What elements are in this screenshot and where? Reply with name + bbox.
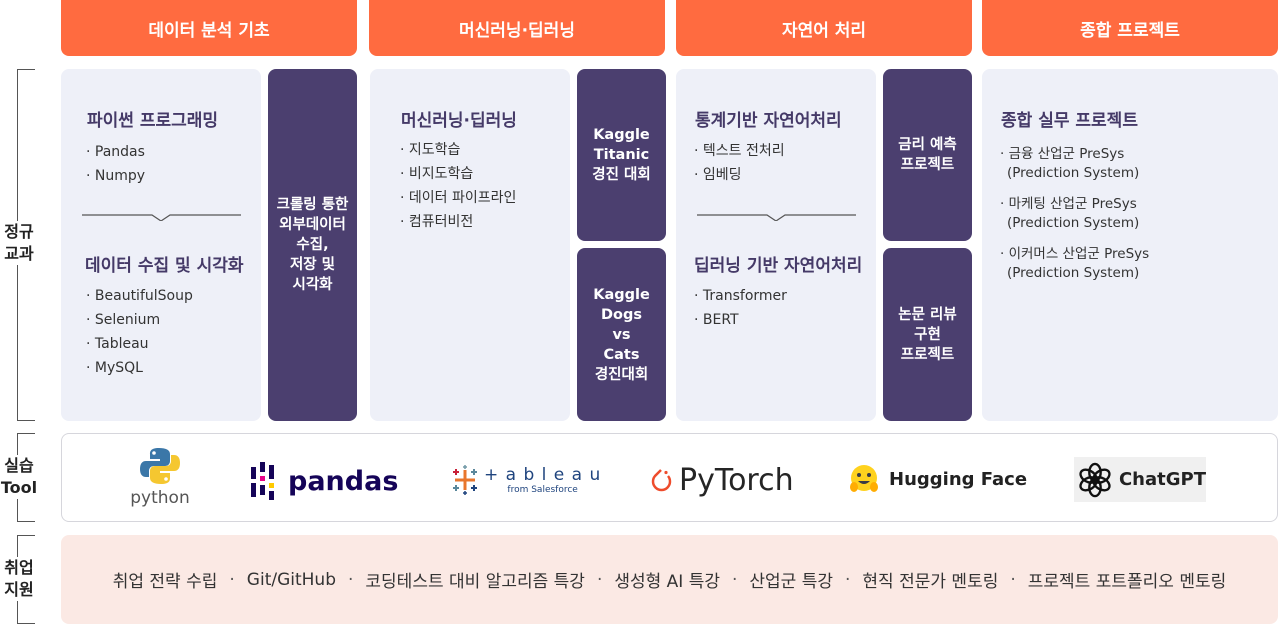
divider-chevron [82,214,241,221]
python-wordmark: python [130,488,190,508]
panel-ml-dl [370,69,570,421]
list-item: · Selenium [86,312,161,328]
separator-dot: · [596,569,603,590]
pytorch-flame-icon [651,469,672,492]
job-item: 생성형 AI 특강 [614,572,720,592]
tool-tableau: + a b l e a u from Salesforce [450,458,601,502]
list-item: · 데이터 파이프라인 [400,190,517,206]
list-item: · 컴퓨터비전 [400,214,474,230]
list-item: · 지도학습 [400,142,461,158]
header-data-analysis: 데이터 분석 기초 [61,0,357,56]
list-stat-nlp: · 텍스트 전처리 · 임베딩 [694,139,785,187]
list-data-collection: · BeautifulSoup · Selenium · Tableau · M… [86,284,193,380]
panel-data-analysis [61,69,261,421]
tool-pandas: pandas [250,461,398,501]
list-item: · Transformer [694,288,787,304]
jobs-support-row: 취업 전략 수립· Git/GitHub· 코딩테스트 대비 알고리즘 특강· … [61,535,1278,624]
pytorch-wordmark: PyTorch [679,462,794,498]
header-project: 종합 프로젝트 [982,0,1278,56]
section-title-dl-nlp: 딥러닝 기반 자연어처리 [694,256,863,276]
job-item: 프로젝트 포트폴리오 멘토링 [1027,572,1227,592]
list-item: · BERT [694,312,739,328]
list-project: · 금융 산업군 PreSys(Prediction System) · 마케팅… [1000,145,1149,295]
header-ml-dl: 머신러닝·딥러닝 [369,0,665,56]
python-logo-icon [140,448,180,484]
job-item: 취업 전략 수립 [112,572,218,592]
hugging-face-emoji-icon [850,465,878,492]
tableau-subtitle: from Salesforce [507,485,578,495]
list-ml-dl: · 지도학습 · 비지도학습 · 데이터 파이프라인 · 컴퓨터비전 [400,138,516,234]
list-item: · 마케팅 산업군 PreSys(Prediction System) [1000,196,1140,231]
openai-logo-icon [1079,462,1111,497]
tool-pytorch: PyTorch [651,460,794,500]
chatgpt-wordmark: ChatGPT [1118,469,1206,490]
list-item: · BeautifulSoup [86,288,193,304]
section-title-ml-dl: 머신러닝·딥러닝 [401,111,517,131]
separator-dot: · [845,569,851,590]
list-item: · Numpy [86,168,146,184]
list-item: · 텍스트 전처리 [694,143,785,159]
header-nlp: 자연어 처리 [676,0,972,56]
tool-chatgpt: ChatGPT [1074,457,1206,502]
list-item: · MySQL [86,360,143,376]
tool-python: python [128,446,192,512]
list-item: · 비지도학습 [400,166,474,182]
job-item: 현직 전문가 멘토링 [862,572,999,592]
panel-project [982,69,1278,421]
section-title-python: 파이썬 프로그래밍 [87,111,219,131]
list-item: · 이커머스 산업군 PreSys(Prediction System) [1000,246,1150,281]
huggingface-wordmark: Hugging Face [889,468,1028,490]
tableau-logo-icon [453,465,477,495]
section-title-project: 종합 실무 프로젝트 [1001,111,1138,131]
pandas-wordmark: pandas [288,465,399,497]
list-python: · Pandas · Numpy [86,140,145,188]
job-item: Git/GitHub [246,569,336,590]
pandas-logo-icon [251,462,274,500]
job-item: 코딩테스트 대비 알고리즘 특강 [365,572,585,592]
tools-row: python pandas + a b l e a u from Salesfo… [61,433,1278,522]
list-item: · 금융 산업군 PreSys(Prediction System) [1000,146,1140,181]
divider-chevron [697,214,856,221]
separator-dot: · [229,569,235,590]
list-item: · Pandas [86,144,145,160]
tableau-wordmark: + a b l e a u [484,465,602,485]
section-title-stat-nlp: 통계기반 자연어처리 [695,111,842,131]
section-title-data-collection: 데이터 수집 및 시각화 [85,256,244,276]
tool-huggingface: Hugging Face [848,461,1027,497]
list-item: · Tableau [86,336,149,352]
job-item: 산업군 특강 [749,572,834,592]
separator-dot: · [732,569,738,590]
panel-nlp [676,69,876,421]
separator-dot: · [1010,569,1016,590]
list-dl-nlp: · Transformer · BERT [694,284,787,332]
list-item: · 임베딩 [694,167,742,183]
separator-dot: · [348,569,354,590]
